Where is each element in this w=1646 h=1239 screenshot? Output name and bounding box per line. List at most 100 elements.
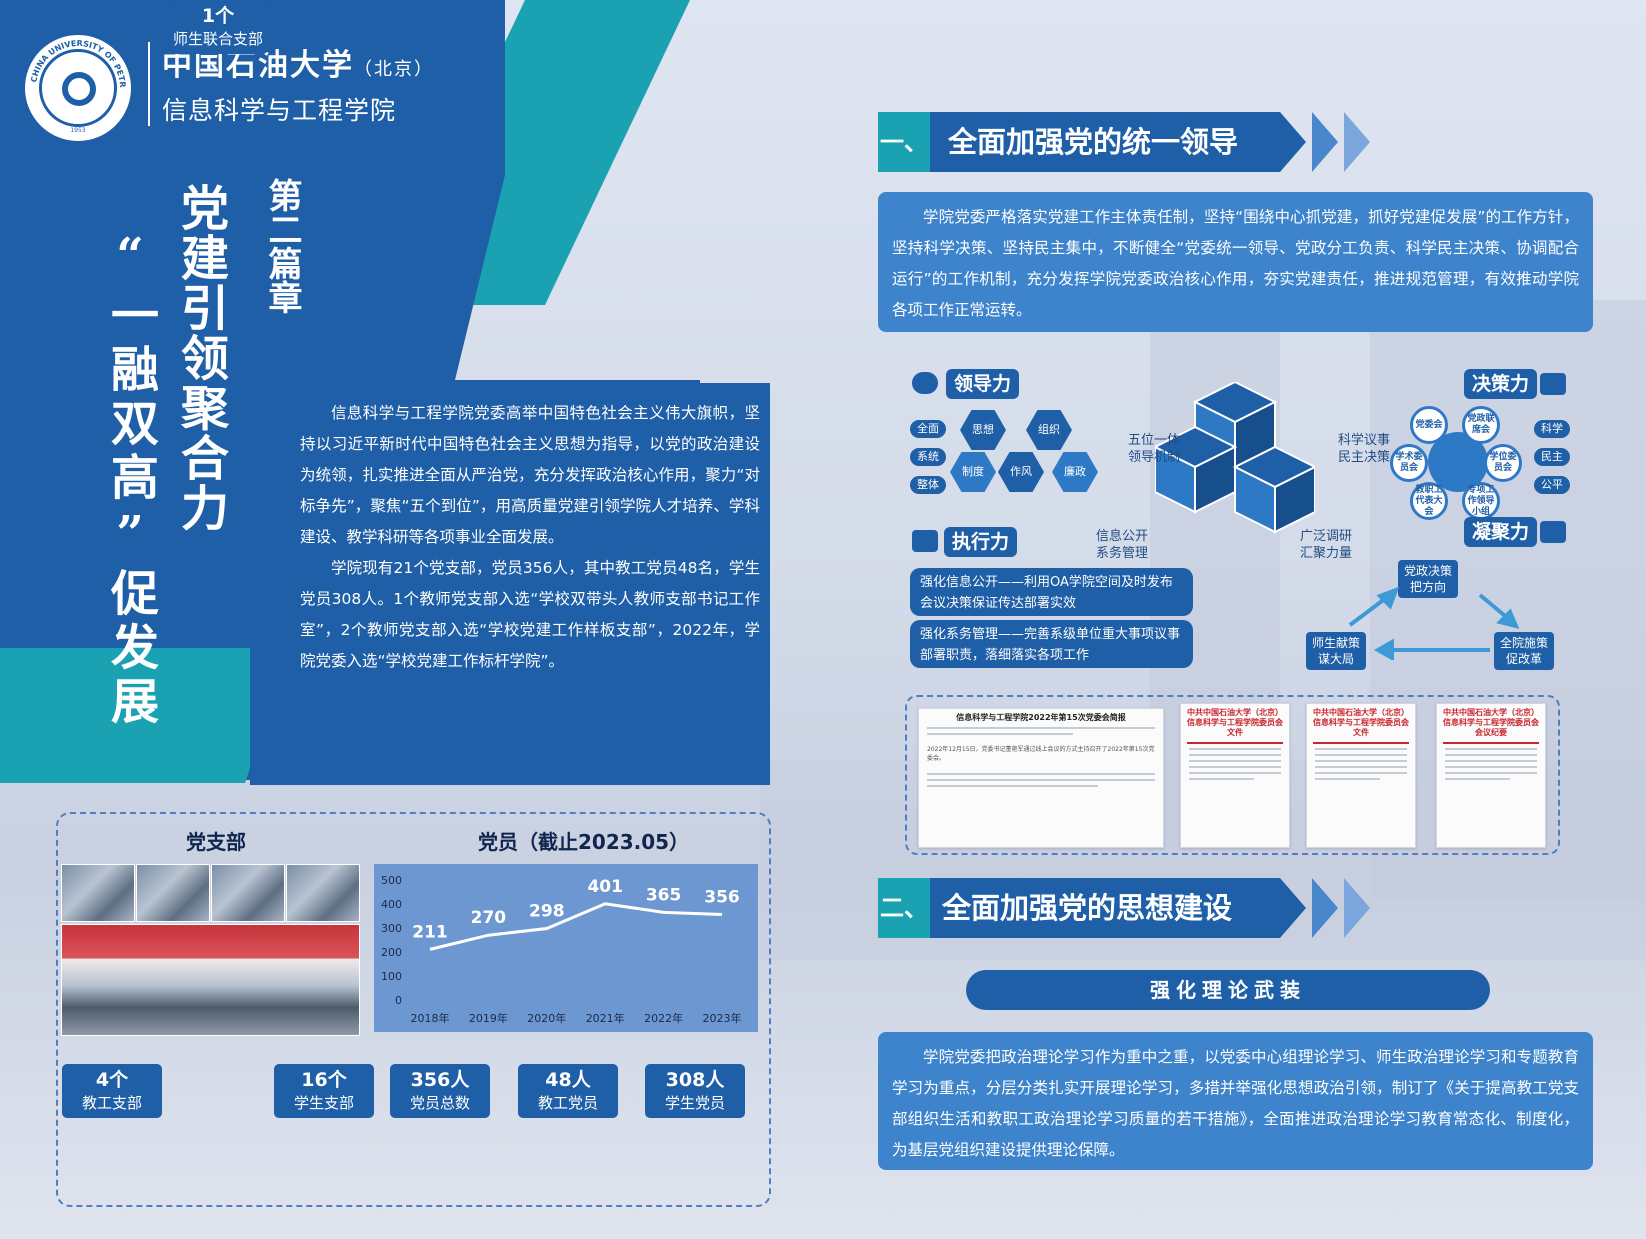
document-title: 中共中国石油大学（北京）信息科学与工程学院委员会文件	[1313, 708, 1409, 737]
x-tick-label: 2020年	[527, 1011, 566, 1025]
data-label: 365	[646, 885, 682, 905]
chevron-icon	[1344, 878, 1370, 938]
x-tick-label: 2023年	[703, 1011, 742, 1025]
section2-number: 二、	[878, 878, 930, 938]
stat-label: 教工党员	[537, 1094, 598, 1112]
documents-strip	[905, 695, 1560, 855]
stat-label: 学生支部	[293, 1094, 354, 1112]
chapter-label: 第二篇章	[262, 178, 302, 314]
exec-item: 强化系务管理——完善系级单位重大事项议事部署职责，落细落实各项工作	[910, 620, 1193, 668]
stat-value: 1个	[201, 5, 235, 27]
chevron-icon	[1344, 112, 1370, 172]
intro-paragraph-2: 学院现有21个党支部，党员356人，其中教工党员48名，学生党员308人。1个教…	[300, 559, 760, 670]
logo-inner-ring	[39, 49, 117, 127]
id-card-icon	[1540, 521, 1566, 543]
chevron-icon	[1280, 878, 1306, 938]
decision-tag: 公平	[1534, 476, 1570, 494]
decision-petal: 学术委员会	[1390, 444, 1428, 482]
chevron-icon	[1280, 112, 1306, 172]
section1-paragraph-box: 学院党委严格落实党建工作主体责任制，坚持“围绕中心抓党建，抓好党建促发展”的工作…	[878, 192, 1593, 332]
stat-card-joint-branch: 1个 师生联合支部	[168, 0, 268, 54]
lead-hex: 廉政	[1052, 452, 1098, 492]
branch-photo	[211, 864, 285, 922]
y-tick-label: 300	[381, 922, 402, 935]
document-thumbnail: 中共中国石油大学（北京）信息科学与工程学院委员会文件	[1180, 703, 1290, 848]
research-label: 广泛调研 汇聚力量	[1300, 529, 1353, 561]
cycle-node: 师生献策 谋大局	[1306, 632, 1367, 670]
cycle-arrows	[1348, 586, 1520, 660]
cloud-icon	[912, 372, 938, 394]
decision-petal: 教职工代表大会	[1410, 482, 1448, 520]
lead-tag: 系统	[910, 448, 946, 466]
data-label: 356	[704, 888, 740, 908]
cycle-node: 全院施策 促改革	[1494, 632, 1555, 670]
lead-hex: 制度	[950, 452, 996, 492]
university-logo: CHINA UNIVERSITY OF PETROLEUM 1953	[22, 32, 134, 144]
stat-label: 党员总数	[409, 1094, 470, 1112]
y-tick-label: 100	[381, 970, 402, 983]
decision-tag: 科学	[1534, 420, 1570, 438]
stat-label: 学生党员	[664, 1094, 725, 1112]
stat-card-total-members: 356人 党员总数	[390, 1064, 490, 1118]
stat-card-student-branches: 16个 学生支部	[274, 1064, 374, 1118]
stat-value: 308人	[665, 1069, 725, 1091]
data-label: 401	[587, 877, 623, 897]
y-tick-label: 400	[381, 898, 402, 911]
decision-title: 决策力	[1464, 369, 1538, 399]
layers-icon	[1540, 373, 1566, 395]
stat-value: 16个	[301, 1069, 347, 1091]
section2-subtitle: 强化理论武装	[966, 970, 1490, 1010]
stat-card-teacher-branches: 4个 教工支部	[62, 1064, 162, 1118]
decision-petal: 专项工作领导小组	[1462, 482, 1500, 520]
document-title: 中共中国石油大学（北京）信息科学与工程学院委员会会议纪要	[1443, 708, 1539, 737]
series-line	[429, 902, 723, 951]
lead-hex: 作风	[998, 452, 1044, 492]
section2-title: 全面加强党的思想建设	[942, 891, 1233, 925]
lead-hex: 组织	[1026, 410, 1072, 450]
decision-petal: 学位委员会	[1484, 444, 1522, 482]
leadership-title: 领导力	[946, 369, 1020, 399]
x-tick-label: 2018年	[411, 1011, 450, 1025]
y-tick-label: 500	[381, 874, 402, 887]
document-title: 信息科学与工程学院2022年第15次党委会简报	[956, 713, 1126, 722]
intro-paragraph-1: 信息科学与工程学院党委高举中国特色社会主义伟大旗帜，坚持以习近平新时代中国特色社…	[300, 404, 760, 546]
branch-photo	[286, 864, 360, 922]
chevron-icon	[1312, 112, 1338, 172]
lead-hex: 思想	[960, 410, 1006, 450]
y-tick-label: 0	[395, 994, 402, 1007]
execution-title: 执行力	[944, 527, 1018, 557]
group-photo	[61, 924, 360, 1036]
data-label: 211	[412, 922, 448, 942]
campus-name: （北京）	[354, 59, 434, 80]
stat-value: 4个	[95, 1069, 129, 1091]
members-label: 党员（截止2023.05）	[478, 830, 690, 854]
stat-label: 教工支部	[81, 1094, 142, 1112]
branch-label: 党支部	[186, 830, 246, 854]
branch-photo	[136, 864, 210, 922]
stat-value: 48人	[545, 1069, 591, 1091]
cohesion-title: 凝聚力	[1464, 517, 1538, 547]
decision-petal: 党委会	[1410, 406, 1448, 444]
chevron-icon	[1312, 878, 1338, 938]
section1-header-band	[880, 112, 1280, 172]
stat-card-student-members: 308人 学生党员	[645, 1064, 745, 1118]
stat-value: 356人	[410, 1069, 470, 1091]
title-line-1: 党建引领聚合力	[172, 183, 228, 533]
code-icon	[912, 530, 938, 552]
decision-mechanism-label: 科学议事 民主决策	[1338, 433, 1391, 465]
decision-tag: 民主	[1534, 448, 1570, 466]
header-divider	[148, 42, 150, 126]
section1-paragraph: 学院党委严格落实党建工作主体责任制，坚持“围绕中心抓党建，抓好党建促发展”的工作…	[892, 208, 1579, 319]
college-name: 信息科学与工程学院	[162, 96, 397, 125]
data-label: 298	[529, 901, 565, 921]
data-label: 270	[471, 908, 507, 928]
section2-paragraph: 学院党委把政治理论学习作为重中之重，以党委中心组理论学习、师生政治理论学习和专题…	[892, 1048, 1579, 1159]
x-tick-label: 2019年	[469, 1011, 508, 1025]
intro-text: 信息科学与工程学院党委高举中国特色社会主义伟大旗帜，坚持以习近平新时代中国特色社…	[300, 398, 760, 677]
info-open-label: 信息公开 系务管理	[1096, 529, 1149, 561]
lead-tag: 整体	[910, 476, 946, 494]
intro-box	[250, 383, 770, 785]
logo-mark	[62, 72, 96, 106]
